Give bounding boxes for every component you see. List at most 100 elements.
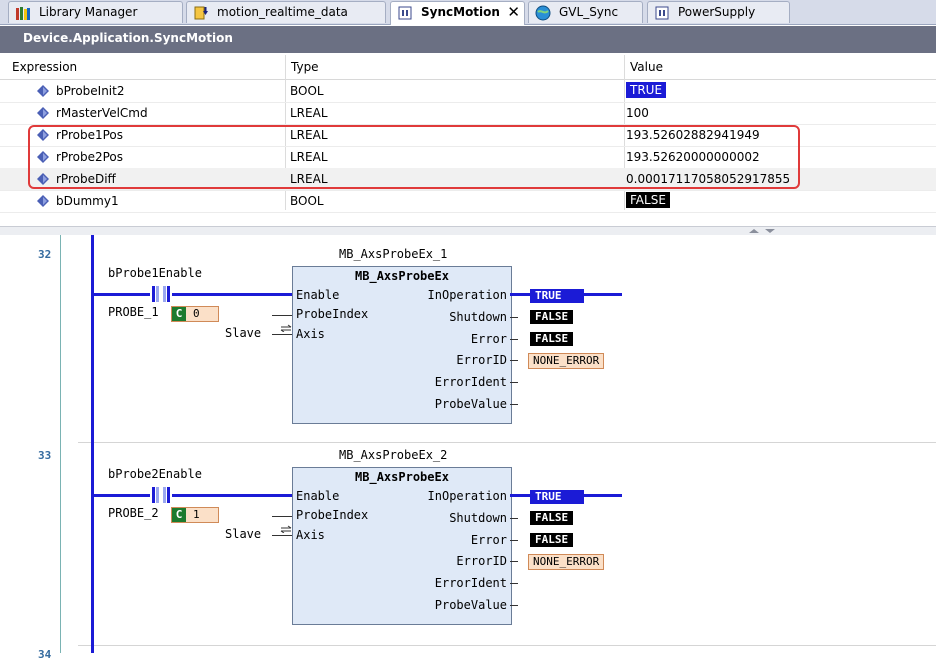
column-divider[interactable] (624, 55, 625, 210)
pin-stub (510, 561, 518, 562)
no-contact-icon[interactable] (150, 487, 172, 503)
signal-wire (272, 315, 292, 316)
online-value-false[interactable]: FALSE (530, 310, 574, 324)
close-tab-icon[interactable]: ✕ (507, 3, 520, 21)
gutter-divider (60, 235, 61, 653)
library-icon (16, 7, 30, 20)
input-pin-probeindex: ProbeIndex (296, 307, 369, 321)
network-number: 32 (38, 248, 52, 261)
constant-c-badge: C (172, 307, 186, 321)
axis-variable[interactable]: Slave (225, 527, 262, 541)
table-row[interactable]: rMasterVelCmd LREAL 100 (0, 102, 936, 125)
signal-wire (272, 535, 292, 536)
network-number: 33 (38, 449, 52, 462)
axis-variable[interactable]: Slave (225, 326, 262, 340)
output-pin-probevalue: ProbeValue (434, 598, 507, 612)
signal-wire (272, 334, 292, 335)
pou-path-title-bar: Device.Application.SyncMotion (0, 26, 936, 53)
output-pin-inoperation: InOperation (427, 288, 507, 302)
output-pin-inoperation: InOperation (427, 489, 507, 503)
pin-stub (510, 605, 518, 606)
input-pin-axis: Axis (296, 327, 325, 341)
no-contact-icon[interactable] (150, 286, 172, 302)
value-true-badge[interactable]: TRUE (626, 82, 667, 98)
tab-motion-realtime-data[interactable]: motion_realtime_data (186, 1, 386, 23)
pou-icon (398, 6, 412, 20)
input-pin-enable: Enable (296, 489, 340, 503)
power-wire (94, 494, 150, 497)
pou-icon (655, 6, 669, 20)
left-power-rail (91, 235, 94, 653)
globe-icon (535, 5, 551, 21)
tab-syncmotion[interactable]: SyncMotion ✕ (390, 1, 525, 25)
constant-value-box[interactable]: C 0 (171, 306, 219, 322)
pin-stub (510, 518, 518, 519)
ladder-editor: 32 MB_AxsProbeEx_1 bProbe1Enable PROBE_1… (0, 235, 936, 661)
table-row[interactable]: bProbeInit2 BOOL TRUE (0, 80, 936, 103)
probe-constant[interactable]: PROBE_2 (108, 506, 159, 520)
online-value-errorid[interactable]: NONE_ERROR (528, 554, 605, 570)
fb-instance-name[interactable]: MB_AxsProbeEx_1 (339, 247, 448, 261)
value-false-badge[interactable]: FALSE (626, 192, 670, 208)
network-gutter (0, 235, 60, 653)
splitter-arrows-icon[interactable] (746, 228, 778, 234)
network-separator (78, 645, 936, 646)
function-block-type: MB_AxsProbeEx (355, 470, 449, 484)
fb-instance-name[interactable]: MB_AxsProbeEx_2 (339, 448, 448, 462)
online-value-false[interactable]: FALSE (530, 511, 574, 525)
variable-icon (37, 107, 49, 119)
tab-library-manager[interactable]: Library Manager (8, 1, 183, 23)
variable-icon (37, 85, 49, 97)
output-pin-errorid: ErrorID (456, 353, 507, 367)
power-wire (94, 293, 150, 296)
pin-stub (510, 317, 518, 318)
output-pin-shutdown: Shutdown (449, 511, 507, 525)
pin-stub (510, 583, 518, 584)
column-header-value[interactable]: Value (630, 60, 663, 74)
editor-tab-bar: Library Manager motion_realtime_data Syn… (0, 0, 936, 25)
network-number: 34 (38, 648, 52, 661)
online-value-errorid[interactable]: NONE_ERROR (528, 353, 605, 369)
variable-icon (37, 151, 49, 163)
online-value-true[interactable]: TRUE (530, 490, 584, 504)
table-row[interactable]: rProbeDiff LREAL 0.00017117058052917855 (0, 168, 936, 191)
online-value-true[interactable]: TRUE (530, 289, 584, 303)
contact-variable[interactable]: bProbe2Enable (108, 467, 202, 481)
output-pin-errorid: ErrorID (456, 554, 507, 568)
column-divider[interactable] (285, 55, 286, 210)
output-pin-errorident: ErrorIdent (434, 375, 507, 389)
function-block[interactable]: MB_AxsProbeEx Enable ProbeIndex Axis InO… (292, 266, 512, 424)
variable-icon (37, 129, 49, 141)
column-header-type[interactable]: Type (291, 60, 319, 74)
network-separator (78, 442, 936, 443)
constant-c-badge: C (172, 508, 186, 522)
output-pin-shutdown: Shutdown (449, 310, 507, 324)
power-wire (172, 293, 292, 296)
function-block-type: MB_AxsProbeEx (355, 269, 449, 283)
column-header-expression[interactable]: Expression (12, 60, 78, 74)
watch-table: Expression Type Value bProbeInit2 BOOL T… (0, 55, 936, 227)
pin-stub (510, 404, 518, 405)
pin-stub (510, 339, 518, 340)
online-value-false[interactable]: FALSE (530, 533, 574, 547)
tab-gvl-sync[interactable]: GVL_Sync (528, 1, 643, 23)
highlight-annotation-box (28, 125, 800, 189)
constant-value-box[interactable]: C 1 (171, 507, 219, 523)
probe-constant[interactable]: PROBE_1 (108, 305, 159, 319)
input-pin-enable: Enable (296, 288, 340, 302)
online-value-false[interactable]: FALSE (530, 332, 574, 346)
input-pin-axis: Axis (296, 528, 325, 542)
output-pin-error: Error (470, 332, 507, 346)
function-block[interactable]: MB_AxsProbeEx Enable ProbeIndex Axis InO… (292, 467, 512, 625)
table-row[interactable]: rProbe1Pos LREAL 193.52602882941949 (0, 124, 936, 147)
signal-wire (272, 516, 292, 517)
inout-arrow-icon (280, 324, 292, 332)
input-pin-probeindex: ProbeIndex (296, 508, 369, 522)
watch-table-header: Expression Type Value (0, 55, 936, 80)
download-arrow-icon (194, 6, 208, 20)
table-row[interactable]: bDummy1 BOOL FALSE (0, 190, 936, 213)
contact-variable[interactable]: bProbe1Enable (108, 266, 202, 280)
tab-powersupply[interactable]: PowerSupply (647, 1, 790, 23)
pou-path-title: Device.Application.SyncMotion (23, 31, 233, 45)
output-pin-errorident: ErrorIdent (434, 576, 507, 590)
